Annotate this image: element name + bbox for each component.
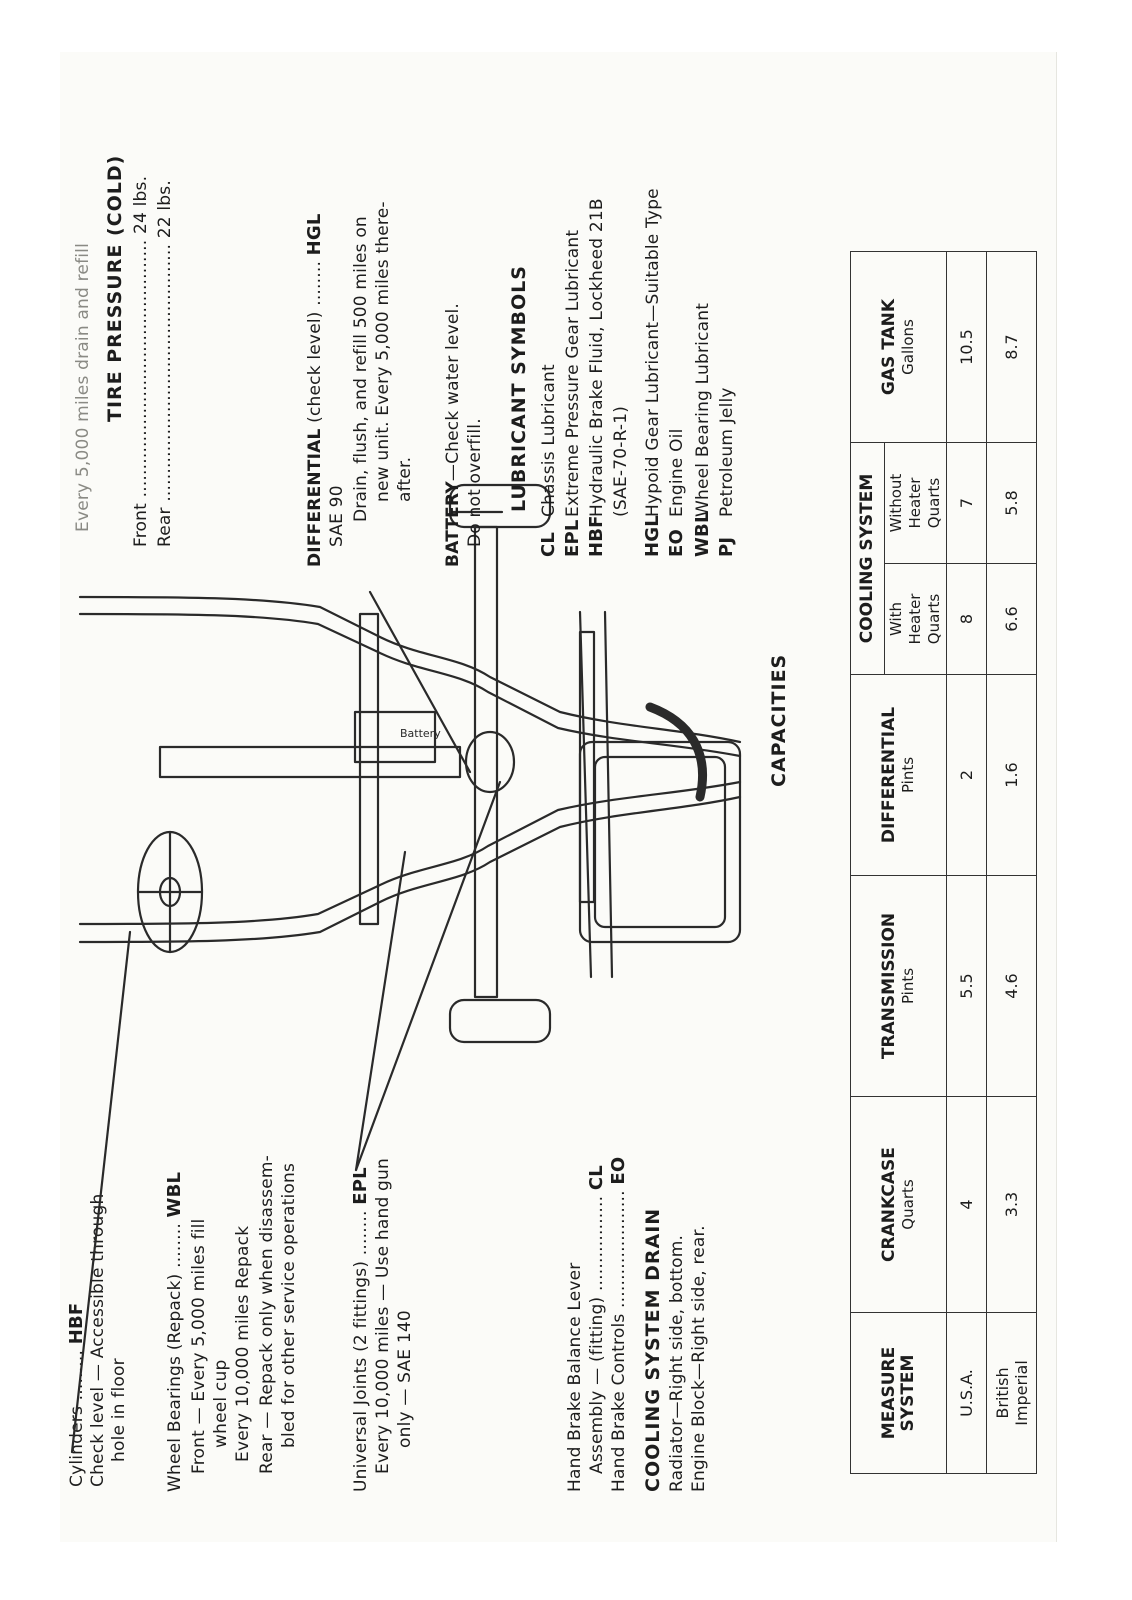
lubricant-code: HBF bbox=[586, 515, 607, 557]
wheel-left bbox=[448, 998, 552, 1044]
manual-page: Every 5,000 miles drain and refill Cylin… bbox=[60, 52, 1057, 1542]
table-row: U.S.A. 4 5.5 2 8 7 10.5 bbox=[946, 251, 987, 1474]
lubricant-code: HGL bbox=[642, 515, 663, 557]
lubricant-row-5: EO Engine Oil bbox=[666, 429, 688, 558]
cell-without-heater: 7 bbox=[946, 442, 987, 564]
lubricant-symbols-title: LUBRICANT SYMBOLS bbox=[508, 265, 530, 512]
rear-axle bbox=[473, 525, 499, 999]
lubricant-desc: Hypoid Gear Lubricant—Suitable Type bbox=[643, 188, 663, 517]
battery-text: —Check water level. bbox=[443, 302, 463, 482]
frame-rail-left-inner bbox=[78, 780, 742, 926]
cell-differential: 1.6 bbox=[986, 674, 1037, 876]
cell-crankcase: 4 bbox=[946, 1096, 987, 1313]
differential-label: DIFFERENTIAL bbox=[305, 428, 325, 567]
gas-tank-inner bbox=[593, 755, 727, 929]
rotated-page-content: Every 5,000 miles drain and refill Cylin… bbox=[60, 52, 1056, 1542]
cell-gas: 8.7 bbox=[986, 251, 1037, 443]
differential-dots: ........ bbox=[305, 260, 325, 306]
lubricant-desc: (SAE-70-R-1) bbox=[611, 405, 631, 517]
lubricant-row-4: HGLHypoid Gear Lubricant—Suitable Type bbox=[642, 188, 664, 557]
frame-rail-right bbox=[78, 595, 742, 744]
filler-pipe bbox=[645, 702, 708, 802]
tire-front-label: Front bbox=[131, 503, 151, 547]
lubricant-code: WBL bbox=[692, 511, 713, 557]
cell-transmission: 4.6 bbox=[986, 875, 1037, 1097]
battery-line2: Do not overfill. bbox=[465, 418, 485, 547]
cooling-system-header: COOLING SYSTEM bbox=[850, 442, 885, 675]
tire-front-dots: ........................................… bbox=[131, 239, 151, 498]
lubricant-row-1: EPLExtreme Pressure Gear Lubricant bbox=[562, 230, 584, 557]
battery-heading: BATTERY—Check water level. bbox=[442, 303, 464, 567]
differential-line3: Drain, flush, and refill 500 miles on bbox=[351, 216, 371, 522]
battery-box bbox=[353, 710, 437, 764]
tire-front-row: Front ..................................… bbox=[130, 176, 152, 547]
differential-check: (check level) bbox=[305, 311, 325, 423]
frame-rail-left bbox=[78, 795, 742, 944]
lubricant-desc: Hydraulic Brake Fluid, Lockheed 21B bbox=[587, 198, 607, 517]
cell-with-heater: 8 bbox=[946, 563, 987, 675]
differential-line2: SAE 90 bbox=[327, 485, 347, 547]
tire-rear-value: 22 lbs. bbox=[155, 180, 175, 239]
chassis-diagram: Battery bbox=[70, 483, 742, 1454]
battery-label: BATTERY bbox=[443, 481, 463, 567]
tire-rear-dots: ........................................… bbox=[155, 243, 175, 502]
cell-with-heater: 6.6 bbox=[986, 563, 1037, 675]
lubricant-code: EO bbox=[666, 529, 687, 557]
tire-front-value: 24 lbs. bbox=[131, 175, 151, 234]
tire-rear-row: Rear ...................................… bbox=[154, 180, 176, 547]
wheel-right bbox=[448, 483, 552, 529]
cross-member-front bbox=[358, 612, 380, 926]
tire-pressure-title: TIRE PRESSURE (COLD) bbox=[104, 154, 126, 422]
differential-code: HGL bbox=[304, 213, 325, 256]
cell-gas: 10.5 bbox=[946, 251, 987, 443]
cell-transmission: 5.5 bbox=[946, 875, 987, 1097]
differential-line4: new unit. Every 5,000 miles there- bbox=[373, 201, 393, 502]
lubricant-desc: Engine Oil bbox=[667, 428, 687, 518]
battery-diagram-label: Battery bbox=[400, 727, 441, 740]
cell-without-heater: 5.8 bbox=[986, 442, 1037, 564]
lubricant-desc: Extreme Pressure Gear Lubricant bbox=[563, 229, 583, 517]
lubricant-row-7: PJ Petroleum Jelly bbox=[716, 387, 738, 557]
differential-heading: DIFFERENTIAL (check level) ........ HGL bbox=[304, 213, 326, 567]
cell-crankcase: 3.3 bbox=[986, 1096, 1037, 1313]
lubricant-desc: Wheel Bearing Lubricant bbox=[693, 302, 713, 517]
lubricant-code: CL bbox=[538, 531, 559, 557]
differential-housing bbox=[464, 730, 516, 794]
tire-rear-label: Rear bbox=[155, 507, 175, 547]
lubricant-row-0: CL Chassis Lubricant bbox=[538, 364, 560, 557]
lubricant-code: EPL bbox=[562, 519, 583, 557]
differential-line5: after. bbox=[395, 456, 415, 502]
lubricant-code: PJ bbox=[716, 536, 737, 557]
gas-tank bbox=[578, 740, 742, 944]
cell-differential: 2 bbox=[946, 674, 987, 876]
lubricant-row-6: WBLWheel Bearing Lubricant bbox=[692, 303, 714, 557]
lubricant-row-2: HBFHydraulic Brake Fluid, Lockheed 21B bbox=[586, 198, 608, 557]
lubricant-row-3: (SAE-70-R-1) bbox=[610, 406, 632, 557]
capacities-title: CAPACITIES bbox=[768, 653, 790, 787]
lubricant-desc: Chassis Lubricant bbox=[539, 364, 559, 517]
cell-system: U.S.A. bbox=[946, 1312, 987, 1474]
drive-shaft bbox=[158, 745, 462, 779]
lubricant-desc: Petroleum Jelly bbox=[717, 387, 737, 517]
